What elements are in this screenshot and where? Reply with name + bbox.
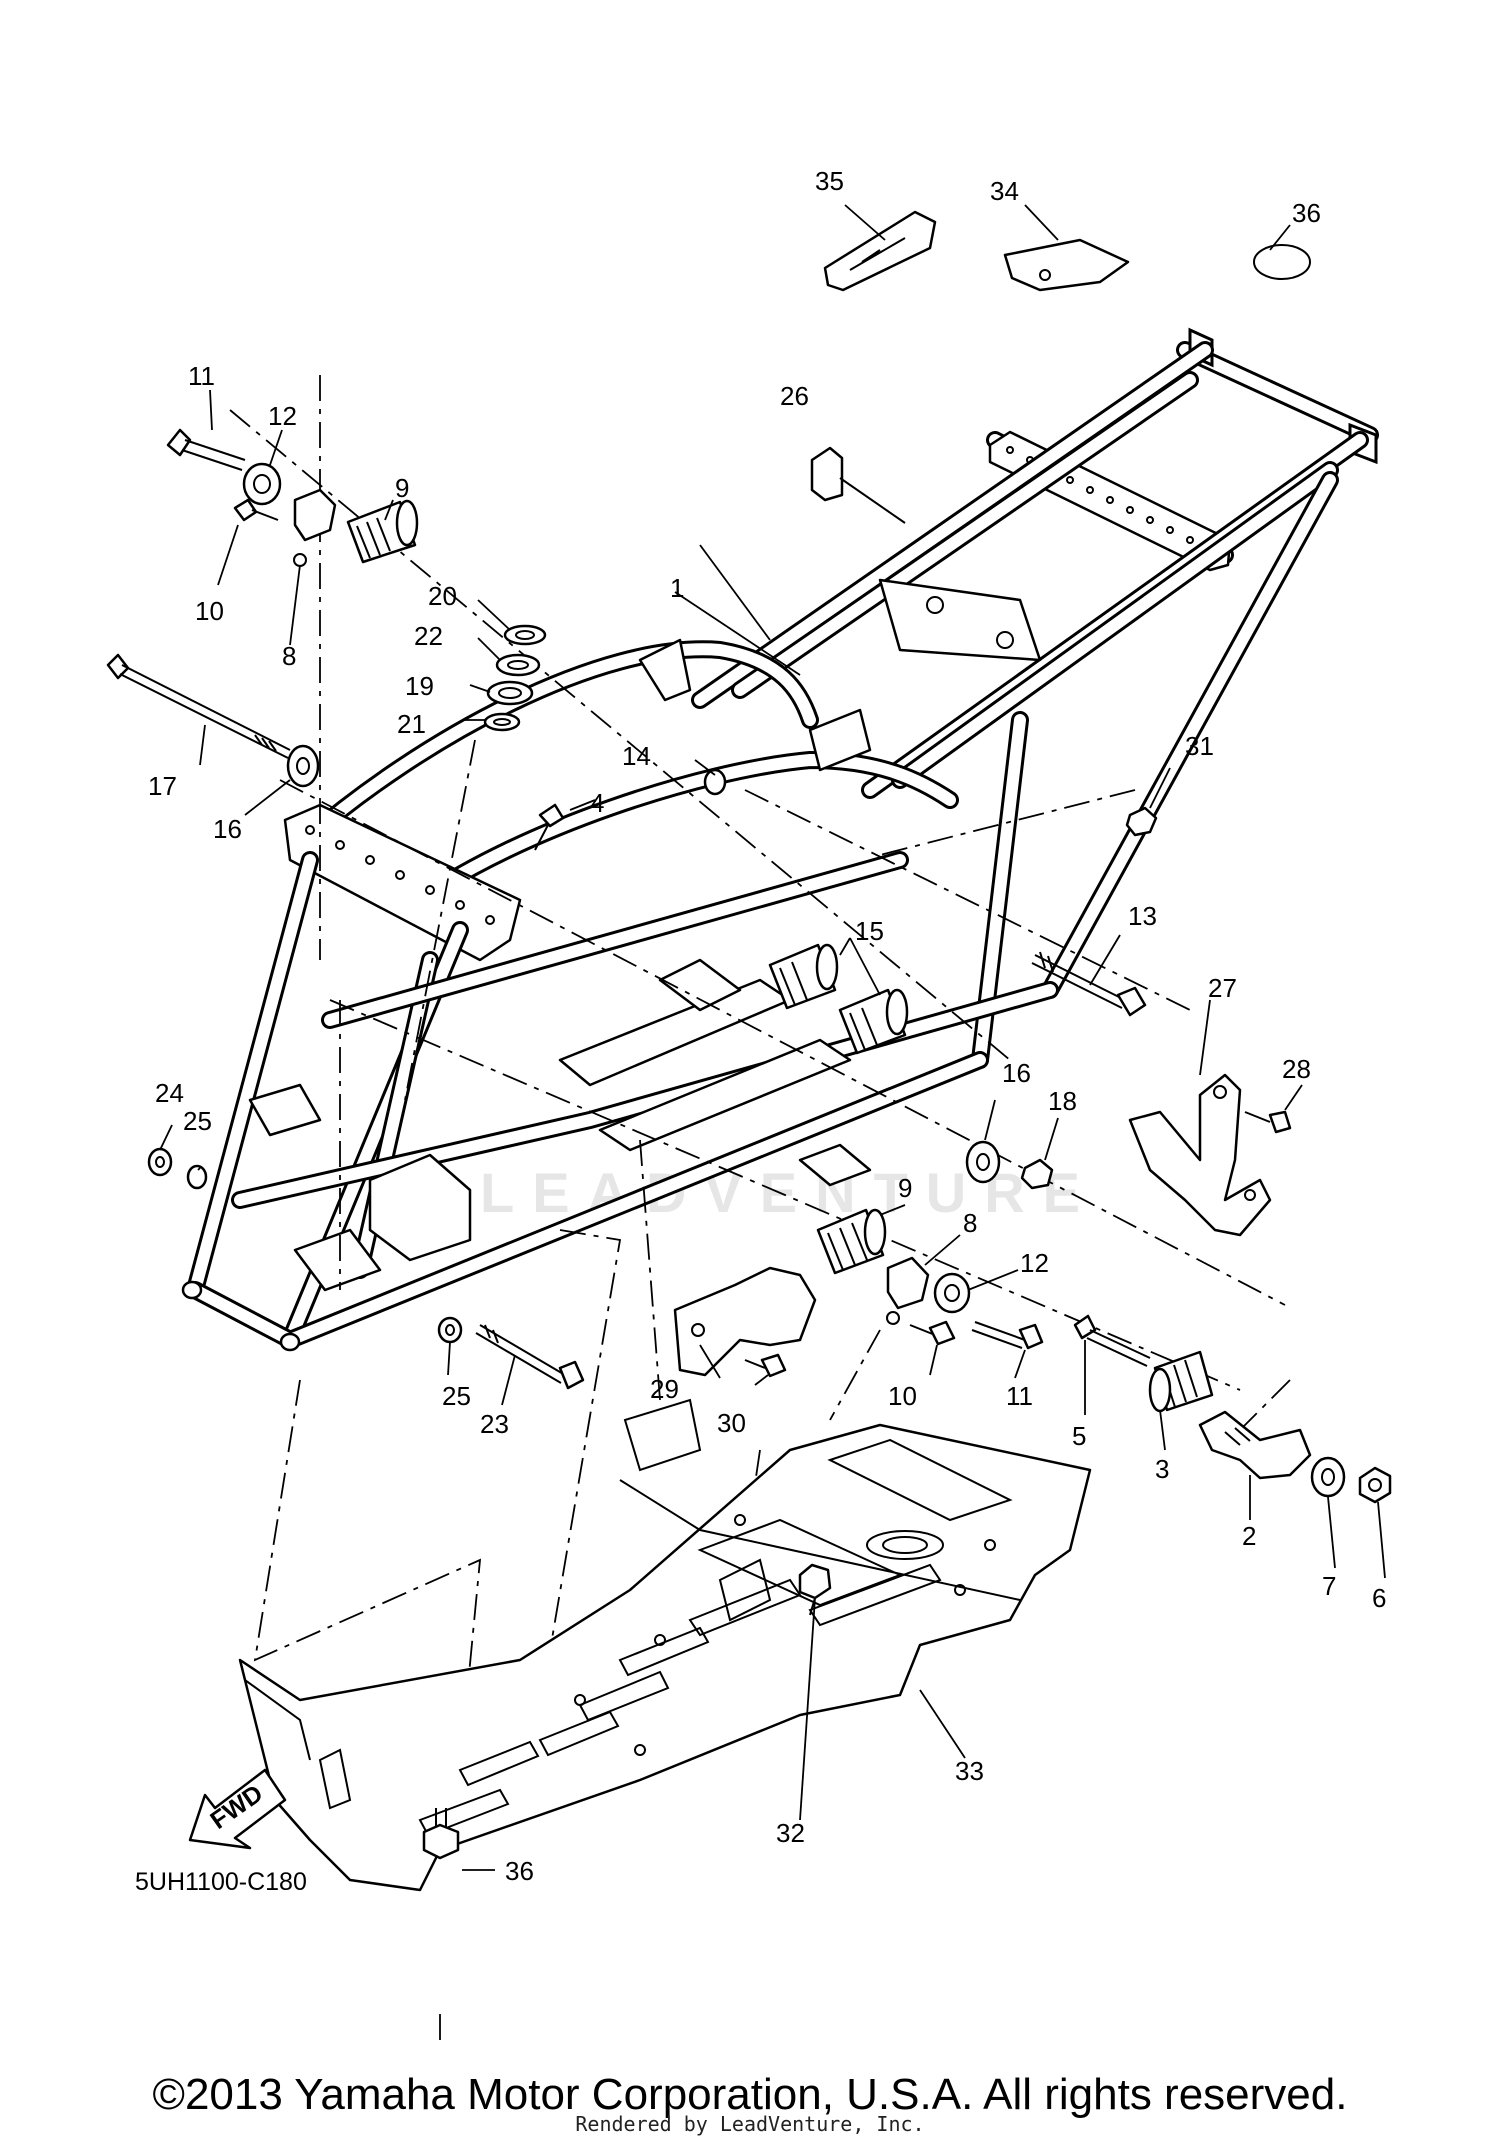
part-15-damper-a[interactable] <box>768 943 839 1010</box>
callout-32: 34 <box>990 176 1019 206</box>
callout-24: 24 <box>155 1078 184 1108</box>
callout-4: 4 <box>590 788 604 818</box>
callout-11-lower: 11 <box>1006 1381 1033 1411</box>
callout-29: 29 <box>650 1374 679 1404</box>
callout-16-left: 16 <box>213 814 242 844</box>
callout-12-upper: 12 <box>268 401 297 431</box>
part-31-nut[interactable] <box>1125 806 1158 837</box>
callout-12-lower: 12 <box>1020 1248 1049 1278</box>
callout-3: 3 <box>1155 1454 1169 1484</box>
part-15-damper-b[interactable] <box>838 988 909 1055</box>
part-24-washer[interactable] <box>147 1147 173 1177</box>
part-28-bolt[interactable] <box>1244 1110 1292 1134</box>
callout-11-upper: 11 <box>188 361 215 391</box>
callout-35: 33 <box>955 1756 984 1786</box>
part-21-washer[interactable] <box>483 712 521 732</box>
callout-13: 13 <box>1128 901 1157 931</box>
callout-21: 21 <box>397 709 426 739</box>
assembly-lines <box>229 375 1291 2040</box>
part-3-damper[interactable] <box>1148 1350 1214 1413</box>
part-6-nut[interactable] <box>1358 1466 1392 1504</box>
part-27-bracket[interactable] <box>1128 1073 1272 1237</box>
callout-23: 23 <box>480 1409 509 1439</box>
callout-28: 28 <box>1282 1054 1311 1084</box>
callout-9-upper: 9 <box>395 473 409 503</box>
copyright-notice: ©2013 Yamaha Motor Corporation, U.S.A. A… <box>152 2070 1348 2119</box>
callout-8-lower: 8 <box>963 1208 977 1238</box>
part-14-grommet[interactable] <box>703 768 727 796</box>
part-32-plate[interactable] <box>1003 238 1130 292</box>
callout-26: 26 <box>780 381 809 411</box>
diagram-code: 5UH1100-C180 <box>135 1868 307 1896</box>
front-plate-holes <box>305 825 495 925</box>
callout-8-upper: 8 <box>282 641 296 671</box>
callout-36-lower: 36 <box>505 1856 534 1886</box>
part-1-main-frame[interactable] <box>181 327 1379 1352</box>
callout-5: 5 <box>1072 1421 1086 1451</box>
part-5-bolt[interactable] <box>1073 1314 1151 1367</box>
part-20-seal[interactable] <box>503 624 547 646</box>
callout-25-lower: 25 <box>442 1381 471 1411</box>
callout-25-left: 25 <box>183 1106 212 1136</box>
part-33-bracket[interactable] <box>823 210 937 292</box>
part-16-collar-left[interactable] <box>286 744 320 788</box>
callout-17: 17 <box>148 771 177 801</box>
part-4-bolt[interactable] <box>534 803 565 851</box>
part-25-washer-lower[interactable] <box>437 1316 463 1344</box>
callout-1: 1 <box>670 573 684 603</box>
part-12-collar-upper[interactable] <box>242 462 282 506</box>
part-17-long-bolt[interactable] <box>106 653 291 759</box>
part-35-skid-plate[interactable] <box>238 1398 1092 1892</box>
callout-9-lower: 9 <box>898 1173 912 1203</box>
callout-36-upper: 32 <box>776 1818 805 1848</box>
part-9-damper-upper[interactable] <box>346 499 419 564</box>
part-8-bracket-lower[interactable] <box>886 1256 930 1325</box>
part-10-bolt-lower[interactable] <box>909 1320 956 1346</box>
part-34-o-ring[interactable] <box>1253 244 1311 280</box>
callout-19: 19 <box>405 671 434 701</box>
callout-10-lower: 10 <box>888 1381 917 1411</box>
callout-15: 15 <box>855 916 884 946</box>
callout-16-right: 16 <box>1002 1058 1031 1088</box>
callout-34: 36 <box>1292 198 1321 228</box>
callout-30: 30 <box>717 1408 746 1438</box>
part-11-bolt-upper[interactable] <box>166 428 246 471</box>
part-19-bearing[interactable] <box>486 680 534 706</box>
callout-18: 18 <box>1048 1086 1077 1116</box>
part-29-bracket[interactable] <box>673 1266 817 1377</box>
part-18-nut[interactable] <box>1020 1158 1054 1190</box>
part-8-bracket-upper[interactable] <box>293 488 337 567</box>
part-9-damper-lower[interactable] <box>816 1208 887 1275</box>
part-7-collar[interactable] <box>1310 1456 1346 1498</box>
callout-2: 2 <box>1242 1521 1256 1551</box>
part-2-bracket[interactable] <box>1198 1410 1312 1480</box>
callout-31: 31 <box>1185 731 1214 761</box>
part-16-collar-right[interactable] <box>965 1140 1001 1184</box>
callout-20: 20 <box>428 581 457 611</box>
part-10-bolt-upper[interactable] <box>233 498 279 522</box>
part-36-bolt-lower[interactable] <box>422 1808 460 1860</box>
fwd-arrow-icon: FWD <box>188 1768 287 1850</box>
part-12-collar-lower[interactable] <box>933 1272 971 1314</box>
part-30-bolt[interactable] <box>744 1353 787 1378</box>
part-26-clip[interactable] <box>810 446 906 524</box>
callout-labels: 35 34 36 11 12 9 10 8 20 22 19 21 1 26 1… <box>135 166 1386 1896</box>
callout-6: 6 <box>1372 1583 1386 1613</box>
leader-lines <box>159 204 1386 1871</box>
part-23-bolt[interactable] <box>475 1324 585 1390</box>
callout-14: 14 <box>622 741 651 771</box>
callout-7: 7 <box>1322 1571 1336 1601</box>
rendered-by-notice: Rendered by LeadVenture, Inc. <box>575 2112 925 2136</box>
part-25-washer-left[interactable] <box>186 1164 208 1190</box>
part-13-bolt[interactable] <box>1031 951 1147 1017</box>
callout-33: 35 <box>815 166 844 196</box>
part-22-race[interactable] <box>495 653 541 677</box>
callout-22: 22 <box>414 621 443 651</box>
callout-27: 27 <box>1208 973 1237 1003</box>
callout-10-upper: 10 <box>195 596 224 626</box>
part-11-bolt-lower[interactable] <box>971 1321 1044 1350</box>
